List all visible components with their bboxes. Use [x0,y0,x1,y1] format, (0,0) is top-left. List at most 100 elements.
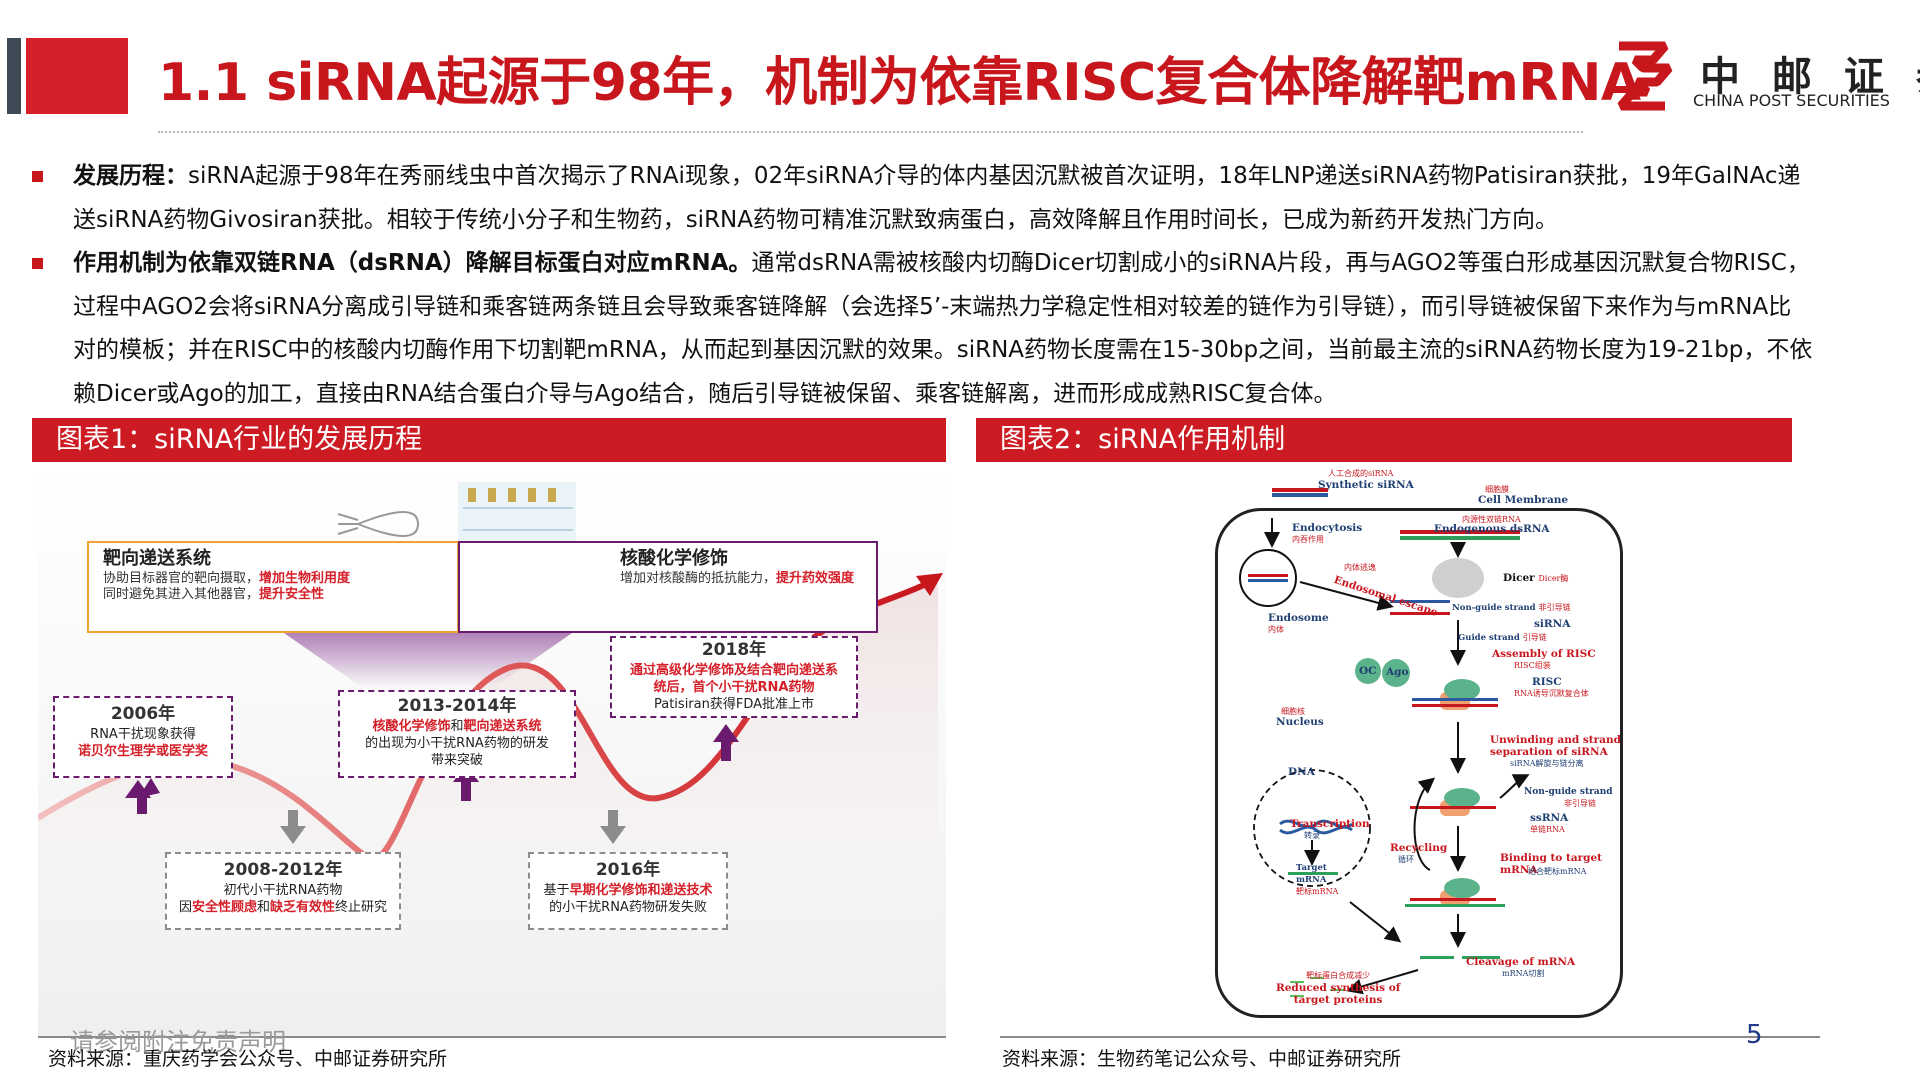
text: 终止研究 [335,900,388,915]
text: Binding to target [1500,852,1603,864]
text-highlight: 提升安全性 [259,587,325,602]
label-escape-cn: 内体逃逸 [1344,563,1376,572]
text: 基于 [543,883,570,898]
milestone-2013-2014: 2013-2014年 核酸化学修饰和靶向递送系统 的出现为小干扰RNA药物的研发… [338,690,576,778]
milestone-year: 2006年 [110,704,176,724]
milestone-year: 2008-2012年 [223,860,343,880]
label-dna: DNA [1288,766,1315,778]
milestone-text: 基于早期化学修饰和递送技术 [530,882,726,899]
label-dicer: Dicer Dicer酶 [1503,572,1568,585]
page-title: 1.1 siRNA起源于98年，机制为依靠RISC复合体降解靶mRNA [158,53,1641,113]
milestone-text: RNA干扰现象获得 [90,727,196,742]
text-cn: RNA诱导沉默复合体 [1514,689,1589,698]
milestone-text: 初代小干扰RNA药物 [223,883,343,898]
text-cn: siRNA解旋与链分离 [1510,759,1584,768]
label-target-mrna: Target mRNA 靶标mRNA [1296,862,1338,898]
china-post-logo-icon [1617,41,1673,111]
text: separation of siRNA [1490,746,1608,758]
chemical-modification-box: 核酸化学修饰 增加对核酸酶的抵抗能力，提升药效强度 [458,541,878,633]
text: mRNA [1296,875,1327,885]
text: 增加对核酸酶的抵抗能力， [620,571,777,586]
bullet-marker [32,258,43,269]
targeted-delivery-desc-2: 同时避免其进入其他器官，提升安全性 [103,587,443,603]
title-accent-bar-gray [7,38,21,114]
figure2-source: 资料来源：生物药笔记公众号、中邮证券研究所 [1002,1048,1402,1070]
label-membrane-cn: 细胞膜 [1485,485,1509,494]
text: Recycling [1390,842,1448,854]
text: Endosome [1268,612,1329,624]
label-nucleus: Nucleus [1276,716,1324,728]
milestone-text: Patisiran获得FDA批准上市 [653,697,815,712]
milestone-text: 核酸化学修饰和靶向递送系统 [340,718,574,735]
text-highlight: 核酸化学修饰 [372,719,451,734]
text: ssRNA [1530,812,1569,824]
text-cn: 单链RNA [1530,825,1565,834]
logo-english-name: CHINA POST SECURITIES [1693,91,1890,110]
figure1-source: 资料来源：重庆药学会公众号、中邮证券研究所 [48,1048,448,1070]
bullet-development-history: 发展历程：siRNA起源于98年在秀丽线虫中首次揭示了RNAi现象，02年siR… [73,155,1813,242]
label-sirna: siRNA [1534,618,1571,630]
logo-chinese-name: 中 邮 证 券 [1700,54,1920,100]
text-cn: 引导链 [1522,633,1547,642]
milestone-text: 带来突破 [430,753,483,768]
milestone-year: 2016年 [595,860,661,880]
text: mRNA [1500,864,1538,876]
milestone-year: 2018年 [701,640,767,660]
text: Target [1296,863,1327,873]
milestone-2018: 2018年 通过高级化学修饰及结合靶向递送系 统后，首个小干扰RNA药物 Pat… [610,636,858,718]
text-highlight: 靶向递送系统 [463,719,542,734]
text-cn: Dicer酶 [1538,574,1569,583]
text-highlight: 增加生物利用度 [259,571,351,586]
text: 和 [256,900,270,915]
figure2-source-rule [1000,1036,1820,1038]
text: Unwinding and strand [1490,734,1621,746]
text: Transcription [1290,818,1370,830]
milestone-text: 的小干扰RNA药物研发失败 [549,900,707,915]
milestone-text-highlight: 诺贝尔生理学或医学奖 [77,744,208,759]
text-cn: mRNA切割 [1502,969,1545,978]
targeted-delivery-desc-1: 协助目标器官的靶向摄取，增加生物利用度 [103,571,443,587]
milestone-text: 因安全性顾虑和缺乏有效性终止研究 [167,899,399,916]
text-cn: 非引导链 [1538,603,1571,612]
bullet-marker [32,171,43,182]
label-endogenous-cn: 内源性双链RNA [1462,515,1521,524]
text-highlight: 安全性顾虑 [191,900,257,915]
figure1-header: 图表1：siRNA行业的发展历程 [32,418,946,462]
text: 协助目标器官的靶向摄取， [103,571,260,586]
chemical-modification-title: 核酸化学修饰 [620,548,728,569]
bullet-mechanism: 作用机制为依靠双链RNA（dsRNA）降解目标蛋白对应mRNA。通常dsRNA需… [73,242,1813,416]
chemical-modification-desc: 增加对核酸酶的抵抗能力，提升药效强度 [620,571,862,587]
bullet-lead: 发展历程： [73,163,188,189]
text-cn: 内吞作用 [1292,535,1324,544]
milestone-2008-2012: 2008-2012年 初代小干扰RNA药物 因安全性顾虑和缺乏有效性终止研究 [165,852,401,930]
label-synthetic-sirna: Synthetic siRNA [1318,479,1414,491]
text: Assembly of RISC [1492,648,1596,660]
label-endogenous-dsrna: Endogenous dsRNA [1434,523,1550,535]
milestone-year: 2013-2014年 [397,696,517,716]
text-cn: 靶标蛋白合成减少 [1306,971,1371,980]
targeted-delivery-title: 靶向递送系统 [103,548,211,569]
text-cn: 非引导链 [1564,799,1596,808]
text-cn: 内体 [1268,625,1284,634]
text: Guide strand [1458,633,1520,643]
text: Non-guide strand [1452,603,1536,613]
label-cell-membrane: Cell Membrane [1478,494,1569,506]
text: 同时避免其进入其他器官， [103,587,260,602]
title-accent-bar-red [26,38,128,114]
disclaimer-text: 请参阅附注免责声明 [70,1028,286,1056]
text: Dicer [1503,572,1535,584]
text-cn: 靶标mRNA [1296,887,1339,896]
sirna-mechanism-graphic [1239,488,1530,997]
label-oc: OC [1359,665,1377,677]
text-cn: 转录 [1304,831,1320,840]
text: Cleavage of mRNA [1466,956,1576,968]
